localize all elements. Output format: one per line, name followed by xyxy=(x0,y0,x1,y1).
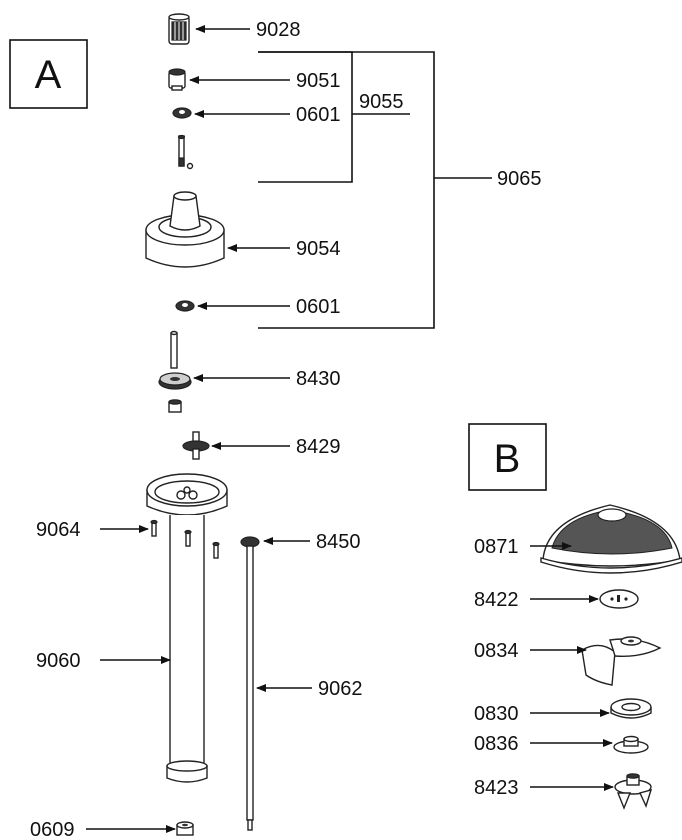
part-9064-screws xyxy=(150,519,220,559)
part-0836-collar xyxy=(613,735,649,754)
part-0601-bearing-top xyxy=(172,107,192,119)
part-0830-ring xyxy=(610,698,652,719)
label-9062: 9062 xyxy=(318,678,363,700)
label-9028: 9028 xyxy=(256,19,301,41)
section-b-letter: B xyxy=(494,437,521,481)
part-9054-cone-base xyxy=(145,191,225,268)
part-0609-foot xyxy=(176,821,194,836)
part-9060-column xyxy=(146,473,228,783)
part-8423-hub xyxy=(614,773,653,810)
part-shaft xyxy=(170,330,178,369)
label-8430: 8430 xyxy=(296,368,341,390)
label-0601-top: 0601 xyxy=(296,104,341,126)
part-8429-gear-hub xyxy=(182,431,210,460)
label-9054: 9054 xyxy=(296,238,341,260)
label-9064: 9064 xyxy=(36,519,81,541)
label-8423: 8423 xyxy=(474,777,519,799)
label-0871: 0871 xyxy=(474,536,519,558)
label-9055: 9055 xyxy=(359,91,404,113)
label-0830: 0830 xyxy=(474,703,519,725)
part-spacer xyxy=(168,399,182,413)
section-a-box: A xyxy=(9,39,88,109)
label-9065: 9065 xyxy=(497,168,542,190)
label-0601-bottom: 0601 xyxy=(296,296,341,318)
part-9028-knob xyxy=(168,13,190,45)
label-9060: 9060 xyxy=(36,650,81,672)
label-0609: 0609 xyxy=(30,819,75,840)
label-8450: 8450 xyxy=(316,531,361,553)
part-9051-bushing xyxy=(168,68,186,91)
label-0834: 0834 xyxy=(474,640,519,662)
part-0601-bearing-bottom xyxy=(175,300,195,312)
part-8430-gear xyxy=(158,372,192,390)
part-9062-rod xyxy=(240,536,260,831)
part-8422-disc xyxy=(599,589,639,609)
label-9051: 9051 xyxy=(296,70,341,92)
part-0834-blade xyxy=(581,636,662,686)
section-b-box: B xyxy=(468,423,547,491)
part-pin xyxy=(177,134,194,170)
section-a-letter: A xyxy=(35,53,62,97)
label-8429: 8429 xyxy=(296,436,341,458)
part-0871-cover xyxy=(540,504,682,574)
bracket-9065 xyxy=(258,51,435,329)
label-8422: 8422 xyxy=(474,589,519,611)
label-0836: 0836 xyxy=(474,733,519,755)
